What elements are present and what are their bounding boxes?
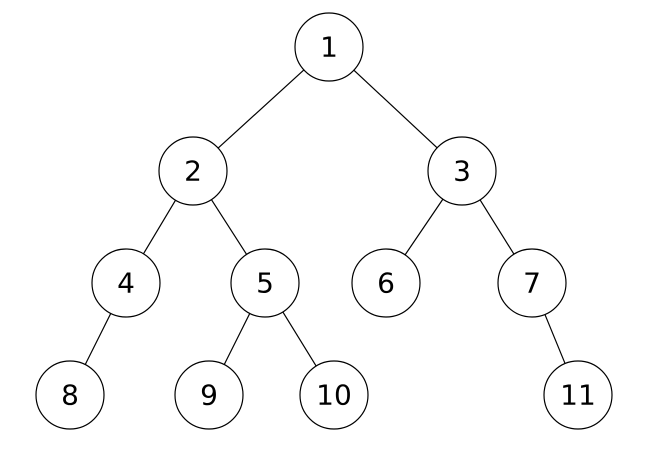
node-label: 4 (117, 267, 135, 300)
node-label: 7 (523, 267, 541, 300)
tree-node-9: 9 (174, 360, 244, 430)
node-circle (351, 248, 421, 318)
edge-5-9 (223, 313, 251, 365)
tree-node-10: 10 (299, 360, 369, 430)
node-label: 2 (184, 155, 202, 188)
node-label: 8 (61, 379, 79, 412)
tree-edges (84, 69, 566, 367)
node-circle (427, 136, 497, 206)
tree-node-2: 2 (158, 136, 228, 206)
node-circle (497, 248, 567, 318)
edge-3-6 (404, 198, 444, 256)
node-circle (174, 360, 244, 430)
node-circle (35, 360, 105, 430)
edge-7-11 (544, 314, 566, 364)
node-circle (91, 248, 161, 318)
tree-node-8: 8 (35, 360, 105, 430)
node-circle (299, 360, 369, 430)
node-label: 10 (316, 379, 352, 412)
tree-node-11: 11 (543, 360, 613, 430)
node-circle (230, 248, 300, 318)
edge-2-4 (142, 199, 177, 255)
node-circle (543, 360, 613, 430)
tree-node-5: 5 (230, 248, 300, 318)
node-label: 1 (320, 31, 338, 64)
tree-node-1: 1 (294, 12, 364, 82)
node-label: 11 (560, 379, 596, 412)
edge-1-3 (353, 69, 438, 149)
node-circle (158, 136, 228, 206)
tree-node-3: 3 (427, 136, 497, 206)
edge-4-8 (84, 313, 112, 365)
node-circle (294, 12, 364, 82)
edge-1-2 (217, 69, 305, 149)
node-label: 9 (200, 379, 218, 412)
edge-3-7 (479, 199, 515, 255)
node-label: 5 (256, 267, 274, 300)
edge-2-5 (210, 199, 248, 255)
tree-node-4: 4 (91, 248, 161, 318)
tree-node-7: 7 (497, 248, 567, 318)
tree-node-6: 6 (351, 248, 421, 318)
edge-5-10 (282, 311, 317, 367)
node-label: 3 (453, 155, 471, 188)
tree-nodes: 1 2 3 4 5 6 7 8 9 10 11 (35, 12, 613, 430)
node-label: 6 (377, 267, 395, 300)
